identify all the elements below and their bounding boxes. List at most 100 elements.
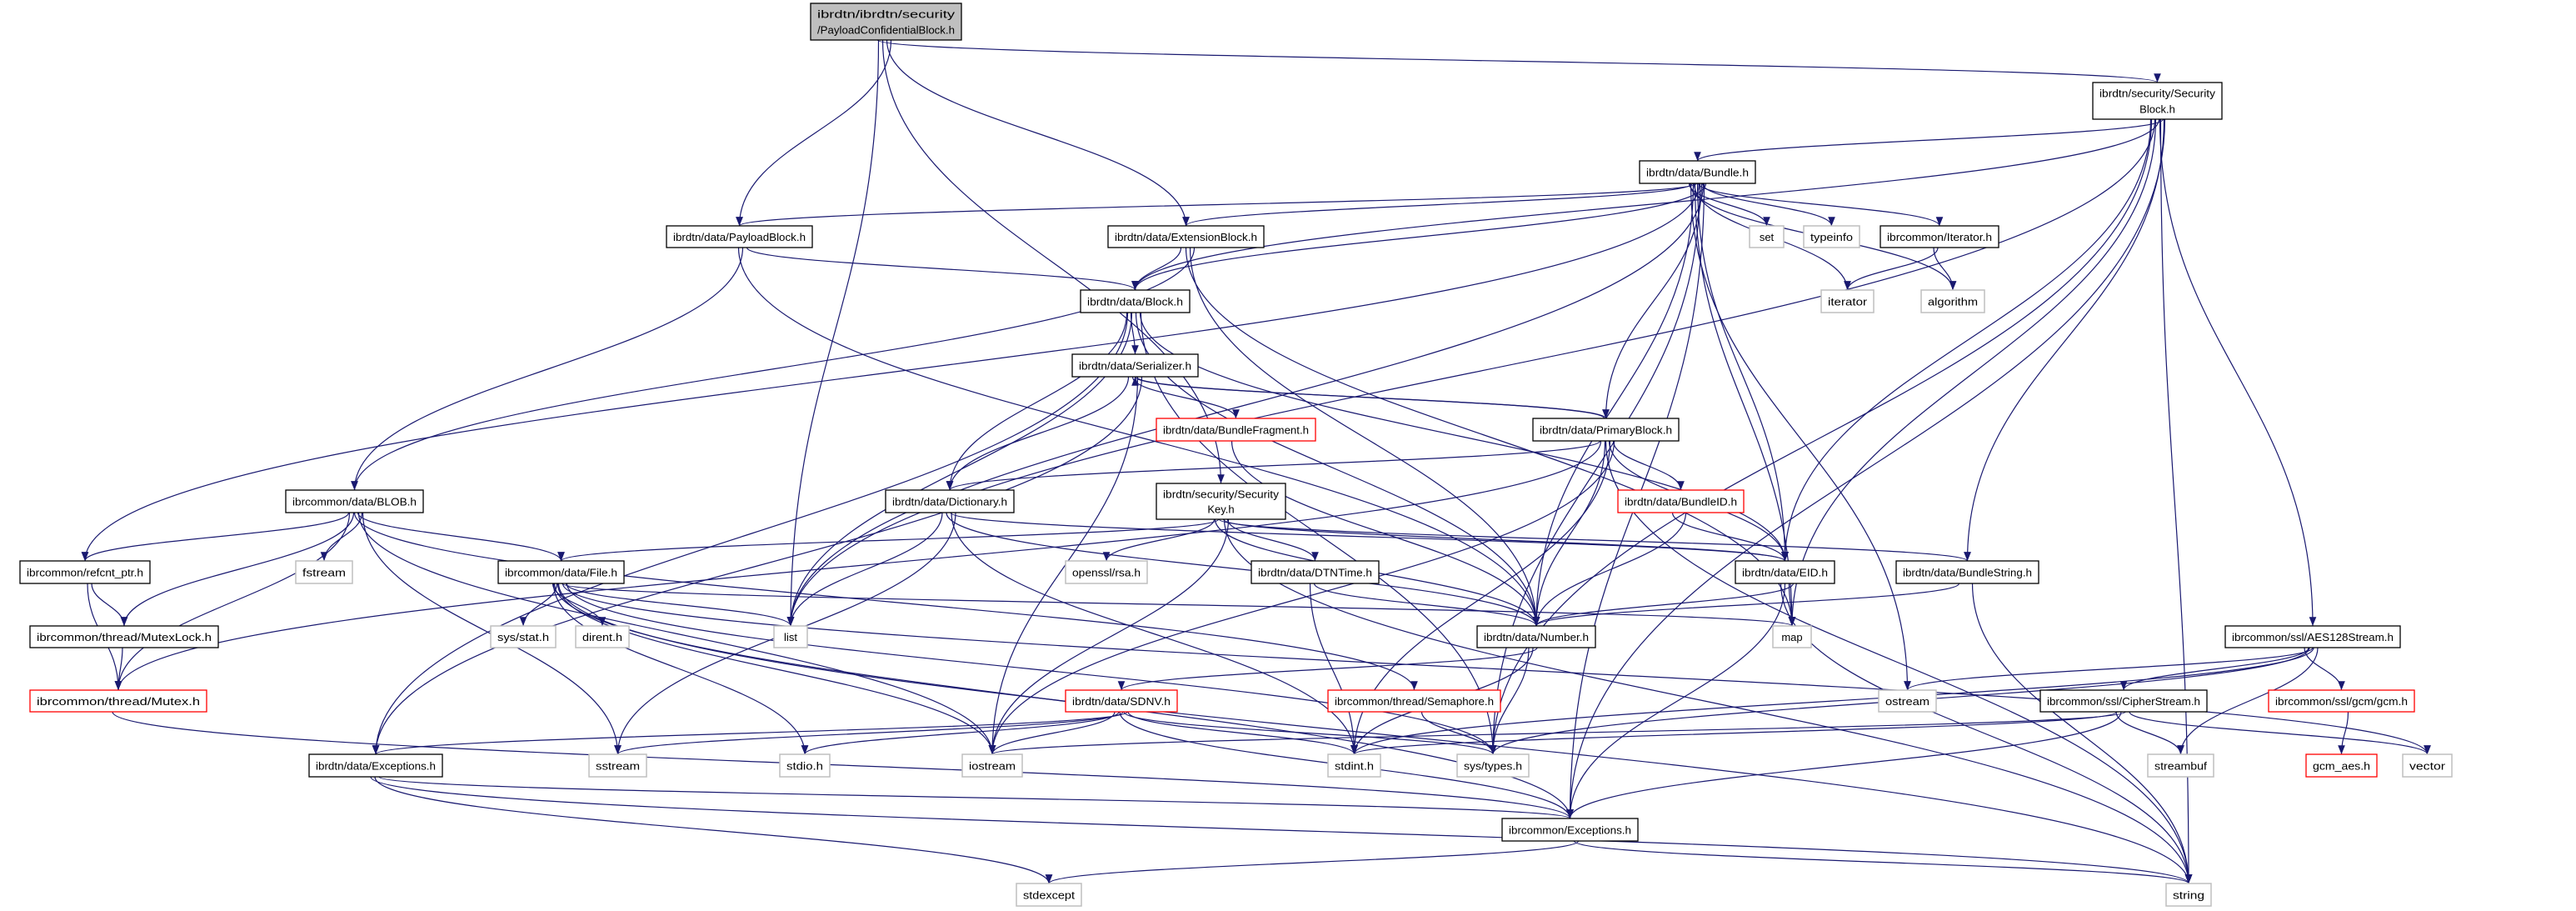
node-list[interactable]: list xyxy=(773,625,808,648)
node-stdio[interactable]: stdio.h xyxy=(779,753,831,778)
edge-bundle-to-systypes xyxy=(1489,183,1701,755)
node-label: ibrdtn/data/EID.h xyxy=(1742,567,1828,579)
node-semaphore[interactable]: ibrcommon/thread/Semaphore.h xyxy=(1327,689,1501,713)
node-fragment[interactable]: ibrdtn/data/BundleFragment.h xyxy=(1156,418,1316,442)
node-blob[interactable]: ibrcommon/data/BLOB.h xyxy=(285,489,424,513)
node-fstream[interactable]: fstream xyxy=(295,560,353,584)
edge-blob-to-mutexlock xyxy=(120,512,355,627)
node-refcnt[interactable]: ibrcommon/refcnt_ptr.h xyxy=(19,560,151,584)
node-gcmaes[interactable]: gcm_aes.h xyxy=(2305,753,2378,778)
node-label: gcm_aes.h xyxy=(2313,760,2370,773)
node-vector[interactable]: vector xyxy=(2402,753,2453,778)
node-extension[interactable]: ibrdtn/data/ExtensionBlock.h xyxy=(1107,225,1265,248)
edge-mutex-to-cexceptions xyxy=(112,711,1574,819)
edge-bundle-to-block xyxy=(1131,183,1707,291)
node-rsa[interactable]: openssl/rsa.h xyxy=(1065,560,1148,584)
node-bundleid[interactable]: ibrdtn/data/BundleID.h xyxy=(1617,489,1745,513)
node-serializer[interactable]: ibrdtn/data/Serializer.h xyxy=(1071,353,1199,378)
edge-dtntime-to-number xyxy=(1313,583,1540,627)
node-ostream[interactable]: ostream xyxy=(1878,689,1937,713)
node-gcm[interactable]: ibrcommon/ssl/gcm/gcm.h xyxy=(2268,689,2415,713)
node-box xyxy=(1880,225,1999,248)
node-root[interactable]: ibrdtn/ibrdtn/security/PayloadConfidenti… xyxy=(810,3,962,41)
node-box xyxy=(1156,483,1286,520)
node-label: ibrdtn/data/Exceptions.h xyxy=(316,760,436,773)
node-box xyxy=(2092,82,2223,120)
edge-primary-to-bundleid xyxy=(1612,440,1685,491)
node-box xyxy=(1476,625,1596,648)
edge-dictionary-to-number xyxy=(946,512,1540,627)
node-iteratorh[interactable]: ibrcommon/Iterator.h xyxy=(1880,225,1999,248)
node-label: ibrdtn/data/Bundle.h xyxy=(1646,167,1749,179)
edge-file-to-vector xyxy=(562,583,2431,755)
node-label: iostream xyxy=(969,760,1016,773)
node-dirent[interactable]: dirent.h xyxy=(575,625,630,648)
edge-bundlestring-to-number xyxy=(1532,583,1960,627)
edge-file-to-iostream xyxy=(557,583,996,755)
node-bundle[interactable]: ibrdtn/data/Bundle.h xyxy=(1639,160,1756,184)
node-dictionary[interactable]: ibrdtn/data/Dictionary.h xyxy=(885,489,1015,513)
node-label: iterator xyxy=(1828,296,1868,308)
node-payload[interactable]: ibrdtn/data/PayloadBlock.h xyxy=(666,225,813,248)
node-file[interactable]: ibrcommon/data/File.h xyxy=(497,560,625,584)
node-streambuf[interactable]: streambuf xyxy=(2147,753,2214,778)
node-stdexcept[interactable]: stdexcept xyxy=(1016,883,1082,907)
node-box xyxy=(2147,753,2214,778)
edge-primary-to-dictionary xyxy=(946,440,1601,491)
node-sysstat[interactable]: sys/stat.h xyxy=(490,625,557,648)
node-label: ibrcommon/thread/Semaphore.h xyxy=(1335,695,1494,708)
node-aes[interactable]: ibrcommon/ssl/AES128Stream.h xyxy=(2224,625,2401,648)
node-eid[interactable]: ibrdtn/data/EID.h xyxy=(1735,560,1835,584)
node-systypes[interactable]: sys/types.h xyxy=(1456,753,1530,778)
node-iterator[interactable]: iterator xyxy=(1820,289,1875,313)
node-set[interactable]: set xyxy=(1749,225,1785,248)
node-string[interactable]: string xyxy=(2165,883,2212,907)
node-dexceptions[interactable]: ibrdtn/data/Exceptions.h xyxy=(308,753,443,778)
node-number[interactable]: ibrdtn/data/Number.h xyxy=(1476,625,1596,648)
node-box xyxy=(1071,353,1199,378)
node-box xyxy=(1327,689,1501,713)
node-box xyxy=(1016,883,1082,907)
edge-aes-to-gcm xyxy=(2304,647,2345,691)
edge-bundleid-to-number xyxy=(1532,512,1687,627)
edge-mutexlock-to-mutex xyxy=(114,647,123,691)
node-label: ibrdtn/data/PrimaryBlock.h xyxy=(1540,424,1672,437)
node-primary[interactable]: ibrdtn/data/PrimaryBlock.h xyxy=(1532,418,1680,442)
node-box xyxy=(2224,625,2401,648)
node-sdnv[interactable]: ibrdtn/data/SDNV.h xyxy=(1065,689,1178,713)
node-box xyxy=(588,753,647,778)
node-cipher[interactable]: ibrcommon/ssl/CipherStream.h xyxy=(2039,689,2208,713)
edge-eid-to-cexceptions xyxy=(1566,583,1786,819)
node-bundlestring[interactable]: ibrdtn/data/BundleString.h xyxy=(1895,560,2039,584)
edge-dexceptions-to-stdexcept xyxy=(374,776,1053,884)
node-stdint[interactable]: stdint.h xyxy=(1327,753,1381,778)
node-box xyxy=(1532,418,1680,442)
edge-payload-to-number xyxy=(737,247,1540,627)
node-block[interactable]: ibrdtn/data/Block.h xyxy=(1080,289,1191,313)
node-sstream[interactable]: sstream xyxy=(588,753,647,778)
node-mutex[interactable]: ibrcommon/thread/Mutex.h xyxy=(29,689,207,713)
node-box xyxy=(2039,689,2208,713)
node-dtntime[interactable]: ibrdtn/data/DTNTime.h xyxy=(1251,560,1380,584)
node-mutexlock[interactable]: ibrcommon/thread/MutexLock.h xyxy=(29,625,219,648)
node-box xyxy=(29,625,219,648)
node-cexceptions[interactable]: ibrcommon/Exceptions.h xyxy=(1501,818,1639,842)
node-box xyxy=(1501,818,1639,842)
node-typeinfo[interactable]: typeinfo xyxy=(1803,225,1860,248)
edge-block-to-serializer xyxy=(1130,312,1139,355)
node-label: ostream xyxy=(1885,695,1930,708)
edge-bundle-to-ostream xyxy=(1690,183,1911,691)
node-box xyxy=(773,625,808,648)
edge-payload-to-blob xyxy=(351,247,744,491)
node-iostream[interactable]: iostream xyxy=(961,753,1023,778)
edge-cexceptions-to-stdexcept xyxy=(1045,840,1580,884)
node-map[interactable]: map xyxy=(1772,625,1812,648)
edge-blob-to-mutex xyxy=(114,512,351,691)
edge-bundle-to-set xyxy=(1688,183,1770,227)
edge-bundlestring-to-string xyxy=(1971,583,2193,884)
node-box xyxy=(29,689,207,713)
node-algorithm[interactable]: algorithm xyxy=(1920,289,1985,313)
edge-bundle-to-refcnt xyxy=(81,183,1700,562)
